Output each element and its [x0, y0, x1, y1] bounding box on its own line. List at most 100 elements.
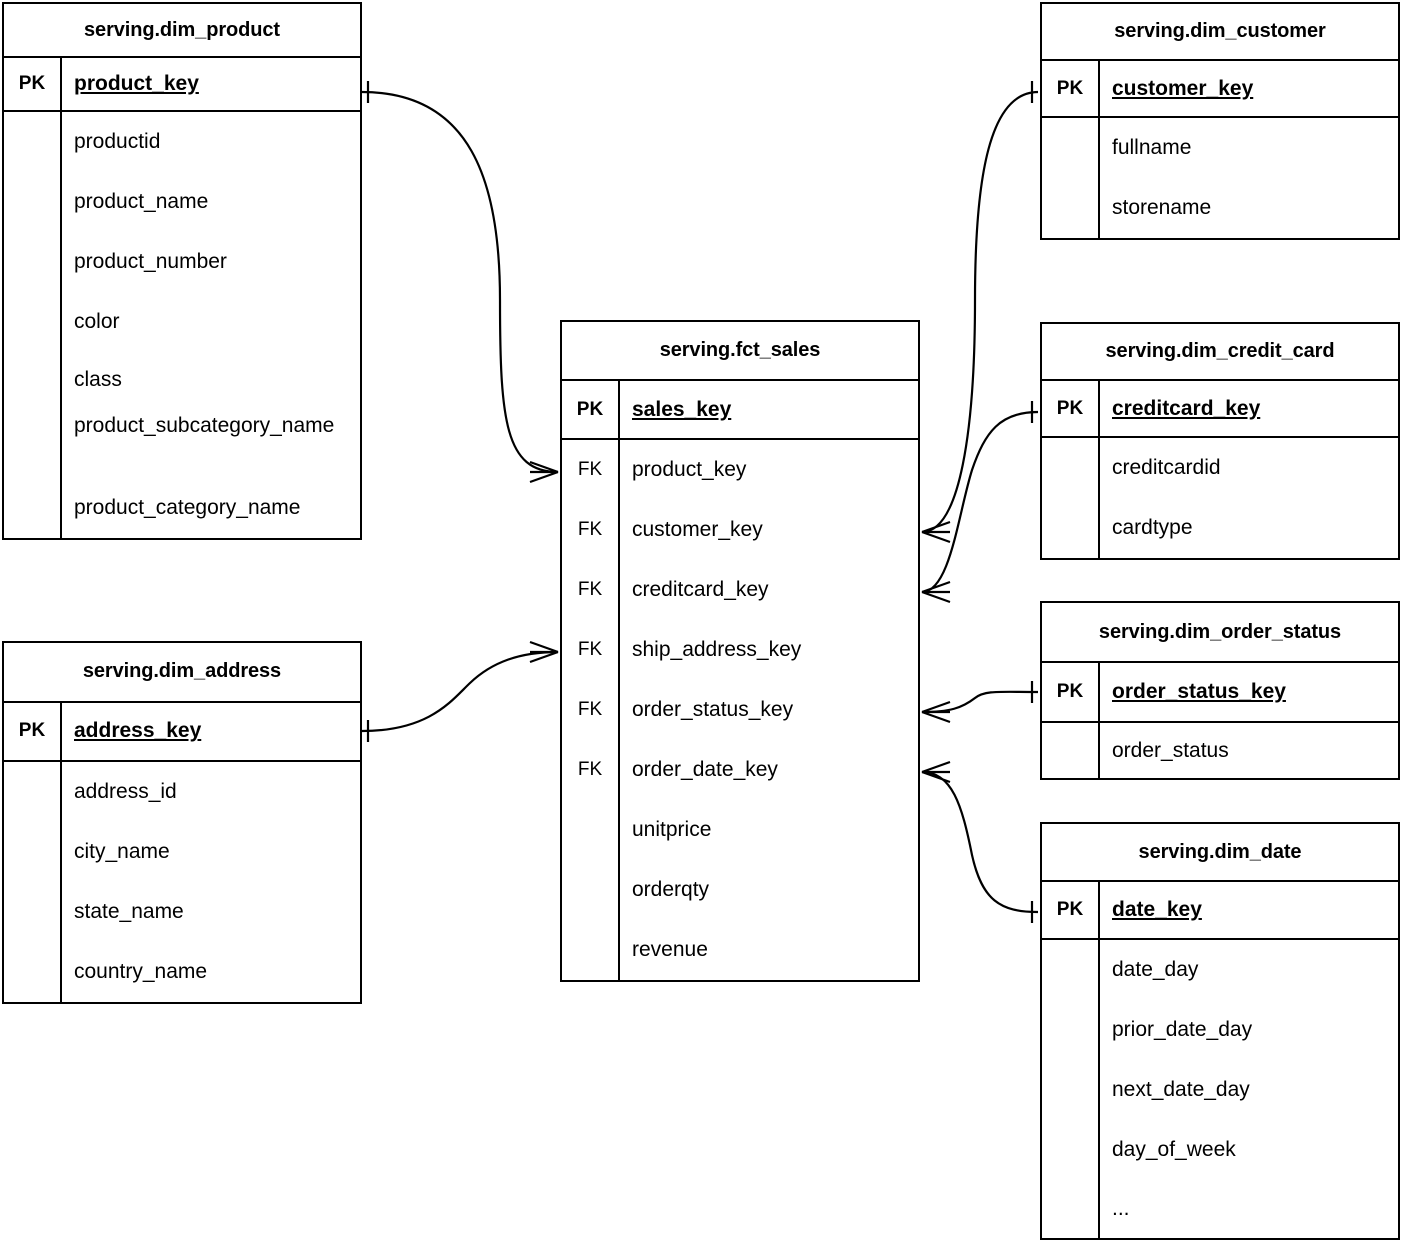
relationship-creditcard	[921, 401, 1039, 604]
column-productid: productid	[74, 130, 161, 154]
entity-pk-row-dim-order-status: PK order_status_key	[1042, 663, 1398, 723]
column-state-name: state_name	[74, 900, 184, 924]
column-storename: storename	[1112, 196, 1212, 220]
column-product-number: product_number	[74, 250, 227, 274]
column-customer-key: customer_key	[632, 518, 763, 542]
key-cell	[4, 172, 60, 232]
entity-body-dim-address: address_id city_name state_name country_…	[4, 762, 360, 1002]
fk-badge: FK	[577, 699, 603, 720]
fk-badge: FK	[577, 639, 603, 660]
key-cell	[4, 292, 60, 352]
column-ship-address-key: ship_address_key	[632, 638, 802, 662]
entity-dim-order-status[interactable]: serving.dim_order_status PK order_status…	[1040, 601, 1400, 780]
column-city-name: city_name	[74, 840, 170, 864]
column-country-name: country_name	[74, 960, 208, 984]
column-unitprice: unitprice	[632, 818, 712, 842]
key-cell	[4, 882, 60, 942]
entity-pk-row-dim-product: PK product_key	[4, 58, 360, 112]
pk-column-dim-order-status: order_status_key	[1112, 680, 1286, 704]
column-orderqty: orderqty	[632, 878, 710, 902]
pk-column-dim-date: date_key	[1112, 898, 1202, 922]
column-product-key: product_key	[632, 458, 747, 482]
pk-column-dim-credit-card: creditcard_key	[1112, 396, 1261, 420]
key-cell	[1042, 178, 1098, 238]
key-cell	[4, 822, 60, 882]
fk-badge: FK	[577, 579, 603, 600]
column-order-date-key: order_date_key	[632, 758, 778, 782]
relationship-date	[921, 760, 1039, 923]
entity-pk-row-dim-credit-card: PK creditcard_key	[1042, 381, 1398, 438]
fk-badge: FK	[577, 519, 603, 540]
entity-dim-customer[interactable]: serving.dim_customer PK customer_key ful…	[1040, 2, 1400, 240]
column-prior-date-day: prior_date_day	[1112, 1018, 1253, 1042]
entity-pk-row-dim-customer: PK customer_key	[1042, 61, 1398, 118]
key-cell	[562, 920, 618, 980]
key-cell	[4, 762, 60, 822]
entity-pk-row-dim-date: PK date_key	[1042, 882, 1398, 940]
entity-body-dim-credit-card: creditcardid cardtype	[1042, 438, 1398, 558]
fk-badge: FK	[577, 459, 603, 480]
entity-title-dim-credit-card: serving.dim_credit_card	[1042, 324, 1398, 381]
entity-body-dim-order-status: order_status	[1042, 723, 1398, 778]
column-product-name: product_name	[74, 190, 209, 214]
entity-body-dim-date: date_day prior_date_day next_date_day da…	[1042, 940, 1398, 1238]
entity-title-dim-customer: serving.dim_customer	[1042, 4, 1398, 61]
key-cell	[1042, 498, 1098, 558]
column-fullname: fullname	[1112, 136, 1192, 160]
pk-badge-fct-sales: PK	[576, 398, 604, 420]
pk-badge-dim-order-status: PK	[1056, 681, 1084, 702]
pk-badge-dim-address: PK	[18, 720, 46, 742]
entity-pk-row-fct-sales: PK sales_key	[562, 381, 918, 440]
fk-badge: FK	[577, 759, 603, 780]
column-product-category-name: product_category_name	[74, 496, 301, 520]
column-day-of-week: day_of_week	[1112, 1138, 1236, 1162]
key-cell	[1042, 723, 1098, 778]
entity-body-fct-sales: FK FK FK FK FK FK product_key customer_k…	[562, 440, 918, 980]
key-cell	[4, 942, 60, 1002]
entity-title-dim-product: serving.dim_product	[4, 4, 360, 58]
pk-column-dim-customer: customer_key	[1112, 76, 1254, 100]
key-cell	[1042, 1000, 1098, 1060]
entity-dim-date[interactable]: serving.dim_date PK date_key date_day pr…	[1040, 822, 1400, 1240]
key-cell	[4, 478, 60, 538]
relationship-orderstatus	[921, 681, 1039, 724]
key-cell	[1042, 438, 1098, 498]
pk-column-dim-product: product_key	[74, 72, 199, 96]
entity-body-dim-product: productid product_name product_number co…	[4, 112, 360, 538]
entity-fct-sales[interactable]: serving.fct_sales PK sales_key FK FK FK …	[560, 320, 920, 982]
entity-dim-address[interactable]: serving.dim_address PK address_key addre…	[2, 641, 362, 1004]
entity-title-fct-sales: serving.fct_sales	[562, 322, 918, 381]
column-cardtype: cardtype	[1112, 516, 1193, 540]
crowsfoot-date	[921, 760, 951, 784]
crowsfoot-orderstatus	[921, 700, 951, 724]
column-address-id: address_id	[74, 780, 177, 804]
entity-dim-product[interactable]: serving.dim_product PK product_key produ…	[2, 2, 362, 540]
key-cell	[562, 860, 618, 920]
column-product-subcategory-name: product_subcategory_name	[74, 414, 335, 437]
pk-column-dim-address: address_key	[74, 719, 202, 743]
relationship-product	[361, 81, 559, 484]
column-revenue: revenue	[632, 938, 708, 962]
key-cell	[1042, 940, 1098, 1000]
column-creditcardid: creditcardid	[1112, 456, 1221, 480]
crowsfoot-customer	[921, 520, 951, 544]
column-order-status-key: order_status_key	[632, 698, 794, 722]
key-cell	[1042, 1060, 1098, 1120]
entity-dim-credit-card[interactable]: serving.dim_credit_card PK creditcard_ke…	[1040, 322, 1400, 560]
column-creditcard-key: creditcard_key	[632, 578, 769, 602]
column-order-status: order_status	[1112, 738, 1229, 762]
column-date-day: date_day	[1112, 958, 1199, 982]
key-cell	[1042, 118, 1098, 178]
relationship-address	[361, 640, 559, 742]
column-class: class	[74, 368, 122, 392]
entity-title-dim-date: serving.dim_date	[1042, 824, 1398, 882]
entity-body-dim-customer: fullname storename	[1042, 118, 1398, 238]
pk-badge-dim-product: PK	[18, 73, 46, 94]
pk-column-fct-sales: sales_key	[632, 397, 732, 421]
key-cell	[562, 800, 618, 860]
key-cell	[4, 232, 60, 292]
key-cell	[4, 408, 60, 478]
pk-badge-dim-customer: PK	[1056, 77, 1084, 99]
entity-pk-row-dim-address: PK address_key	[4, 702, 360, 762]
